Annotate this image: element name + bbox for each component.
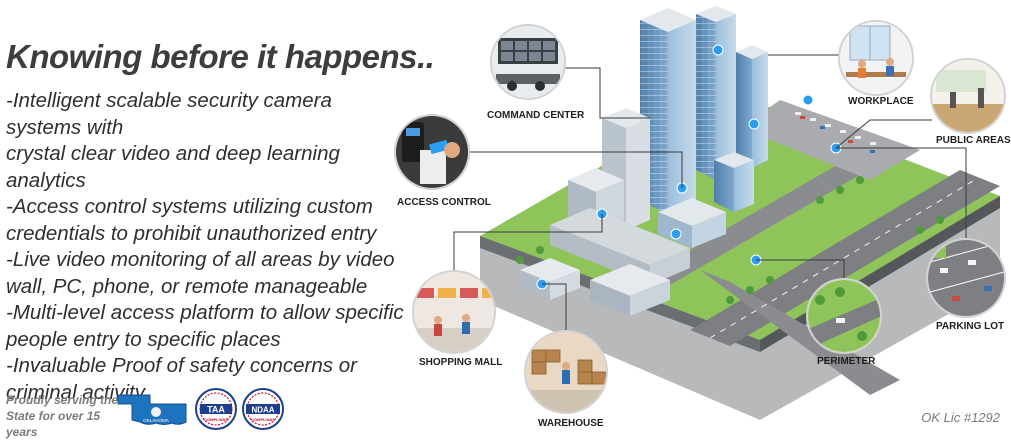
city-security-illustration	[394, 6, 1006, 420]
taa-text: TAA	[207, 405, 225, 415]
label-access-control: ACCESS CONTROL	[397, 197, 491, 208]
shopping-mall-vignette	[412, 270, 496, 354]
feature-line: -Invaluable Proof of safety concerns or	[6, 354, 357, 377]
ndaa-sub-text: COMPLIANT	[251, 417, 275, 422]
taa-compliant-icon: TAA COMPLIANT	[195, 388, 237, 430]
state-badge-text: OKLAHOMA	[143, 418, 169, 423]
page-headline: Knowing before it happens..	[6, 38, 435, 75]
oklahoma-state-icon: OKLAHOMA	[117, 394, 187, 425]
label-parking-lot: PARKING LOT	[936, 321, 1005, 332]
parking-area	[740, 100, 920, 180]
taa-sub-text: COMPLIANT	[204, 417, 228, 422]
tower-main	[640, 8, 696, 215]
label-workplace: WORKPLACE	[848, 96, 914, 107]
public-areas-vignette	[930, 58, 1006, 134]
label-command-center: COMMAND CENTER	[487, 110, 585, 121]
feature-line: credentials to prohibit unauthorized ent…	[6, 221, 377, 245]
serving-statement: Proudly serving the State for over 15 ye…	[6, 392, 126, 440]
label-public-areas: PUBLIC AREAS	[936, 135, 1011, 146]
tower-second	[696, 6, 736, 180]
feature-line: -Intelligent scalable security camera sy…	[6, 89, 332, 139]
parking-lot-vignette	[926, 238, 1006, 318]
label-perimeter: PERIMETER	[817, 356, 876, 367]
label-warehouse: WAREHOUSE	[538, 418, 604, 429]
serving-line: Proudly serving the	[6, 393, 119, 407]
warehouse-vignette	[524, 330, 608, 414]
label-shopping-mall: SHOPPING MALL	[419, 357, 503, 368]
serving-line: State for over 15 years	[6, 409, 101, 439]
perimeter-vignette	[806, 278, 882, 354]
feature-line: -Live video monitoring of all areas by v…	[6, 248, 395, 271]
ndaa-compliant-icon: NDAA COMPLIANT	[242, 388, 284, 430]
license-number: OK Lic #1292	[921, 410, 1000, 425]
feature-line: people entry to specific places	[6, 327, 281, 351]
tower-right-short	[714, 152, 754, 212]
access-control-vignette	[394, 114, 470, 190]
feature-line: crystal clear video and deep learning an…	[6, 142, 340, 192]
workplace-vignette	[838, 20, 914, 96]
ndaa-text: NDAA	[251, 406, 274, 415]
feature-line: criminal activity	[6, 380, 145, 404]
feature-list: -Intelligent scalable security camera sy…	[6, 88, 411, 406]
feature-line: -Access control systems utilizing custom	[6, 195, 373, 218]
feature-line: -Multi-level access platform to allow sp…	[6, 301, 404, 324]
feature-line: wall, PC, phone, or remote manageable	[6, 274, 368, 298]
tower-third	[736, 45, 768, 168]
leader-lines	[453, 54, 967, 332]
low-rise-buildings	[520, 168, 726, 316]
command-center-vignette	[490, 24, 566, 100]
